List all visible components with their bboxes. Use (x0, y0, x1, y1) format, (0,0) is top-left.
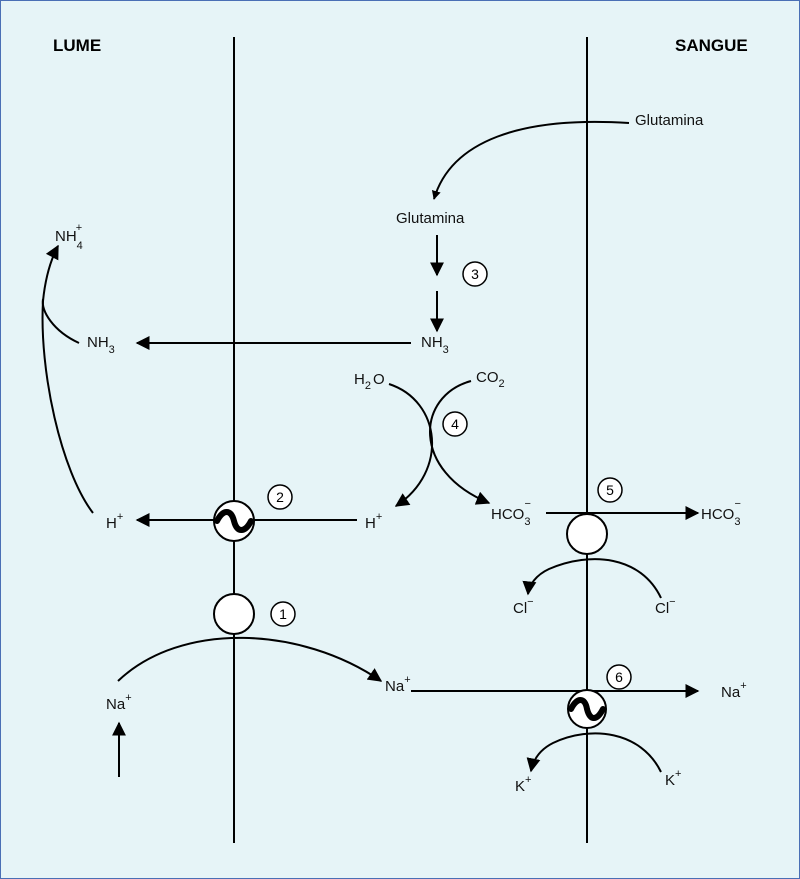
na-entry-arrow (117, 636, 383, 682)
antiporter-wave-icon (214, 509, 254, 533)
step-6-number: 6 (615, 669, 623, 685)
na-lumen-label: Na+ (106, 692, 132, 713)
cl-blood-label: Cl− (655, 596, 676, 617)
h2o-to-h-arrow (388, 383, 433, 507)
pump-wave-icon (568, 697, 606, 721)
cl-uptake-arrow (522, 558, 662, 599)
nh3-join-curve (41, 298, 80, 344)
step-4-number: 4 (451, 416, 459, 432)
hco3-blood-label: HCO3− (701, 498, 741, 528)
k-cell-label: K+ (515, 774, 531, 795)
step-1-number: 1 (279, 606, 287, 622)
step-5-marker (597, 477, 623, 503)
step-4-marker (442, 411, 468, 437)
lumen-header: LUME (53, 36, 101, 55)
na-h-antiporter (213, 500, 255, 542)
co2-label: CO2 (476, 369, 505, 390)
co2-to-hco3-arrow (429, 380, 491, 505)
na-blood-label: Na+ (721, 680, 747, 701)
na-k-pump (567, 689, 607, 729)
glutamine-cell-label: Glutamina (396, 210, 465, 227)
step-3-marker (462, 261, 488, 287)
nh3-lumen-label: NH3 (87, 334, 115, 356)
hco3-cell-label: HCO3− (491, 498, 531, 528)
step-2-marker (267, 484, 293, 510)
h-cell-label: H+ (365, 511, 382, 532)
glutamine-blood-label: Glutamina (635, 112, 704, 129)
na-cell-label: Na+ (385, 674, 411, 695)
cl-hco3-exchanger (566, 513, 608, 555)
step-5-number: 5 (606, 482, 614, 498)
cl-cell-label: Cl− (513, 596, 534, 617)
h-lumen-label: H+ (106, 511, 123, 532)
blood-header: SANGUE (675, 36, 748, 55)
nh3-cell-label: NH3 (421, 334, 449, 356)
step-3-number: 3 (471, 266, 479, 282)
na-cotransporter (213, 593, 255, 635)
k-blood-label: K+ (665, 768, 681, 789)
nh4-label: NH4+ (55, 222, 83, 252)
step-6-marker (606, 664, 632, 690)
step-1-marker (270, 601, 296, 627)
step-2-number: 2 (276, 489, 284, 505)
k-uptake-arrow (526, 732, 662, 773)
h-to-nh4-arrow (41, 244, 94, 514)
glutamine-uptake-arrow (431, 120, 630, 200)
